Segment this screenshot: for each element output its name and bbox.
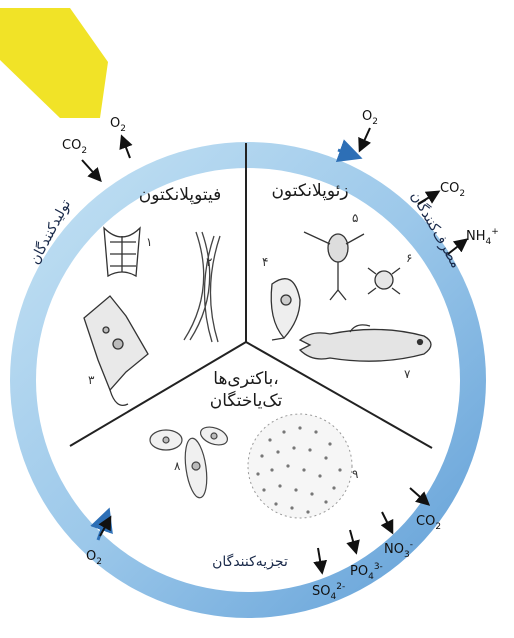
label-9: ۹ bbox=[352, 467, 358, 481]
bacteria-title-line1: باکتری‌ها، bbox=[213, 369, 278, 389]
svg-text:NH4+: NH4+ bbox=[466, 227, 499, 247]
label-8: ۸ bbox=[174, 459, 181, 473]
o2-top-right: O2 bbox=[360, 109, 378, 150]
svg-text:CO2: CO2 bbox=[62, 138, 87, 156]
co2-right: CO2 bbox=[418, 181, 465, 204]
o2-top-left: O2 bbox=[110, 116, 130, 158]
label-5: ۵ bbox=[352, 211, 358, 225]
bacteria-title-line2: تک‌یاختگان bbox=[210, 390, 283, 411]
zooplankton-title: زئوپلانکتون bbox=[271, 181, 348, 201]
svg-text:O2: O2 bbox=[362, 109, 378, 127]
svg-text:O2: O2 bbox=[110, 116, 126, 134]
svg-text:CO2: CO2 bbox=[440, 181, 465, 199]
decomposers-ring-label: تجزیه‌کنندگان bbox=[212, 553, 288, 570]
label-4: ۴ bbox=[262, 255, 268, 269]
label-1: ۱ bbox=[146, 235, 152, 249]
sun-shape bbox=[0, 8, 108, 118]
label-2: ۲ bbox=[206, 255, 212, 269]
label-7: ۷ bbox=[404, 367, 411, 381]
bacteria-colony-drawing-9 bbox=[248, 414, 352, 518]
flow-arrow-top bbox=[338, 150, 358, 157]
co2-top-left: CO2 bbox=[62, 138, 100, 180]
phytoplankton-title: فیتوپلانکتون bbox=[139, 185, 222, 205]
label-3: ۳ bbox=[88, 373, 95, 387]
label-6: ۶ bbox=[406, 251, 412, 265]
